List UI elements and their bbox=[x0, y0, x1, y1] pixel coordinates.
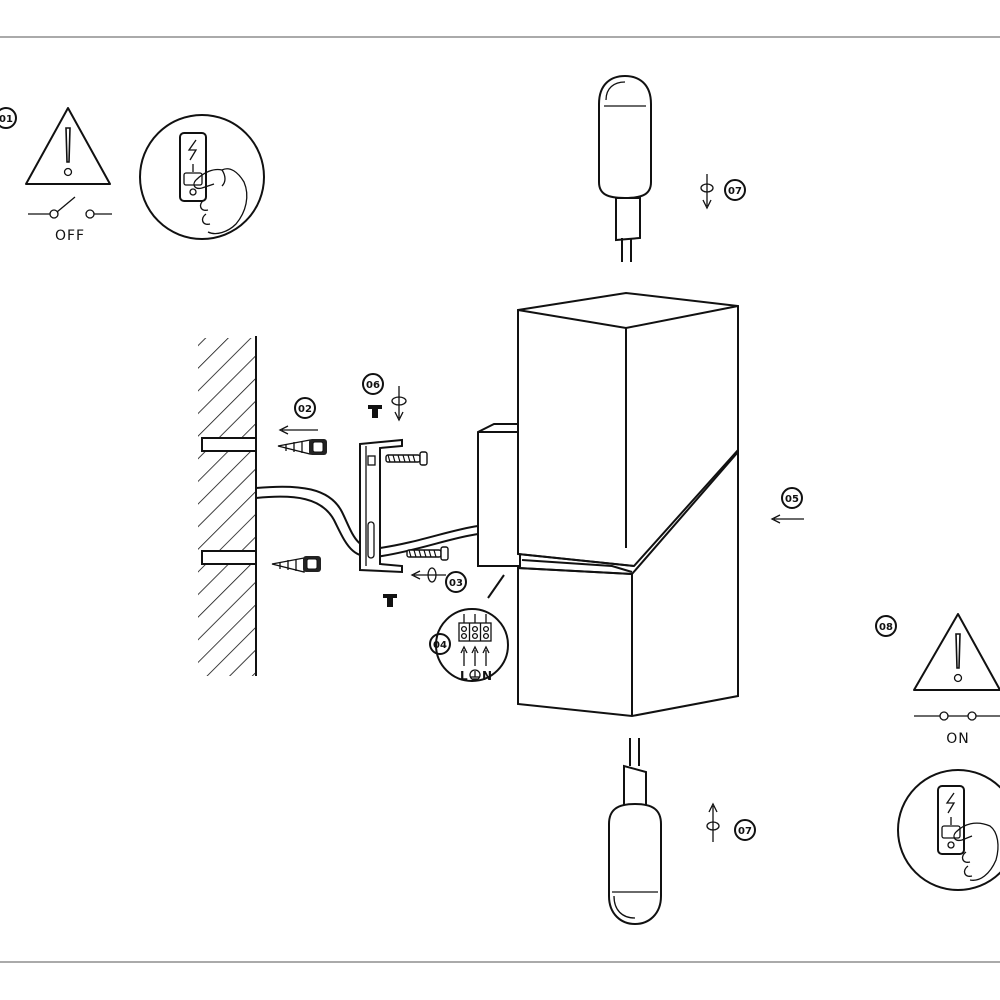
mains-cable-outline bbox=[255, 495, 479, 559]
step-07-top-badge bbox=[724, 179, 746, 201]
wall-plug-icon-lower bbox=[271, 556, 321, 573]
rotate-arrow-icon-06 bbox=[391, 386, 407, 422]
mounting-bracket bbox=[359, 438, 403, 574]
screw-icon-bottom bbox=[383, 594, 397, 607]
wall-plug-icon-upper bbox=[277, 439, 327, 455]
step-03-badge bbox=[445, 571, 467, 593]
step-06-badge bbox=[362, 373, 384, 395]
step-07-top-number: 07 bbox=[728, 186, 742, 197]
wall-switch-icon bbox=[179, 132, 207, 202]
step-04-group: 04 L N bbox=[429, 574, 509, 683]
screw-icon-top bbox=[368, 405, 382, 418]
step-02-number: 02 bbox=[298, 404, 312, 415]
ground-icon bbox=[469, 669, 481, 681]
step-06-number: 06 bbox=[366, 380, 380, 391]
arrow-left-icon-03 bbox=[410, 567, 446, 583]
arrow-left-icon bbox=[278, 425, 318, 435]
led-bulb-icon-top bbox=[598, 74, 652, 262]
rotate-arrow-icon-07-bottom bbox=[706, 802, 720, 842]
rotate-arrow-icon-07-top bbox=[700, 174, 714, 210]
screw-icon-lower bbox=[406, 546, 449, 561]
step-04-badge bbox=[429, 633, 451, 655]
wall-plug-hole-lower bbox=[201, 550, 257, 565]
lamp-mount-block bbox=[477, 423, 521, 567]
step-03-number: 03 bbox=[449, 578, 463, 589]
step-04-number: 04 bbox=[433, 640, 447, 651]
step-01-number: 01 bbox=[0, 114, 13, 125]
step-08-number: 08 bbox=[879, 622, 893, 633]
warning-triangle-icon-08 bbox=[913, 613, 1000, 691]
step-06-group: 06 bbox=[362, 373, 407, 422]
wall-plug-hole-upper bbox=[201, 437, 257, 452]
step-05-number: 05 bbox=[785, 494, 799, 505]
step-03-group: 03 bbox=[410, 567, 467, 593]
wall-switch-icon-08 bbox=[937, 785, 965, 855]
step-05-group: 05 bbox=[770, 487, 804, 524]
step-07-bottom-badge bbox=[734, 819, 756, 841]
mains-cable bbox=[255, 485, 479, 550]
wall-section bbox=[198, 336, 257, 676]
arrow-left-icon-05 bbox=[770, 514, 804, 524]
terminal-block-icon bbox=[458, 614, 492, 666]
wall-switch-detail-08 bbox=[897, 769, 1000, 891]
warning-triangle-icon bbox=[25, 107, 111, 185]
wall-switch-detail bbox=[139, 114, 265, 240]
switch-on-symbol bbox=[914, 711, 1000, 721]
terminal-detail-circle bbox=[435, 608, 509, 682]
step-05-badge bbox=[781, 487, 803, 509]
step-08-group: 08 ON bbox=[875, 613, 1000, 891]
step-01-group: 01 OFF bbox=[0, 107, 265, 244]
screw-icon-upper bbox=[385, 451, 428, 466]
step-07-top-group: 07 bbox=[700, 174, 746, 210]
step-01-badge bbox=[0, 107, 17, 129]
terminal-neutral-label: N bbox=[482, 669, 492, 683]
hand-icon bbox=[193, 168, 248, 235]
switch-off-label: OFF bbox=[55, 228, 85, 244]
step-07-bottom-number: 07 bbox=[738, 826, 752, 837]
step-07-bottom-group: 07 bbox=[706, 802, 756, 842]
step-08-badge bbox=[875, 615, 897, 637]
terminal-live-label: L bbox=[460, 669, 468, 683]
hand-icon-08 bbox=[953, 822, 999, 881]
step-02-group: 02 bbox=[271, 397, 327, 573]
switch-on-label: ON bbox=[946, 731, 970, 747]
led-bulb-icon-bottom bbox=[608, 738, 662, 926]
lamp-body bbox=[477, 291, 739, 718]
switch-off-symbol bbox=[28, 196, 112, 219]
step-02-badge bbox=[294, 397, 316, 419]
